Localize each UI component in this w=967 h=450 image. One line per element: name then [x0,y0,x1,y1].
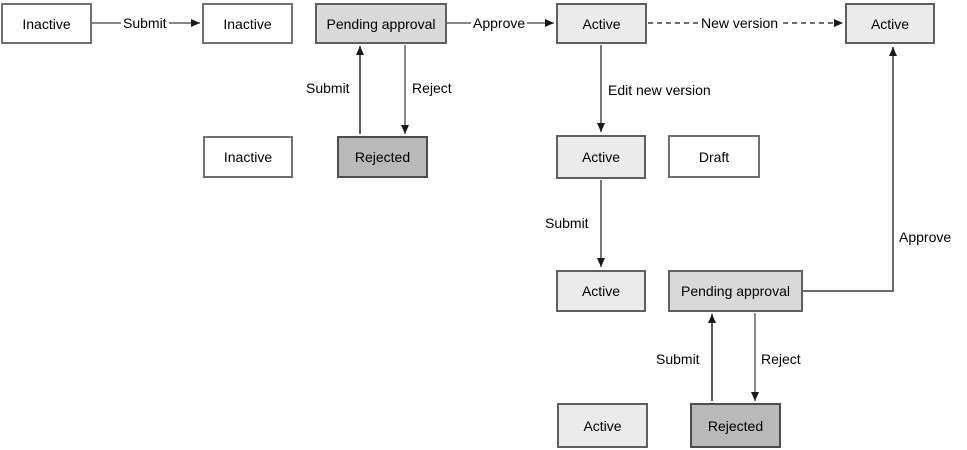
edge-label-submit-2: Submit [304,80,352,96]
edge-label-edit-new-version: Edit new version [606,82,713,98]
edge-label-approve-2: Approve [897,229,954,245]
state-node-active-5: Active [557,403,648,448]
state-node-pending-approval-2: Pending approval [668,270,803,312]
edge-label-reject-2: Reject [759,351,803,367]
state-node-pending-approval-1: Pending approval [315,3,447,44]
edge-label-submit-4: Submit [654,351,702,367]
state-node-rejected-2: Rejected [690,403,781,448]
state-node-active-3: Active [556,135,646,179]
state-node-active-4: Active [556,270,646,312]
state-node-active-1: Active [556,3,647,44]
edge-label-new-version: New version [699,15,781,31]
arrow-approve-pending-to-active-top [803,47,897,292]
edge-label-submit-3: Submit [543,215,591,231]
state-node-rejected-1: Rejected [337,136,428,178]
edge-label-submit-1: Submit [121,15,169,31]
state-node-inactive-2: Inactive [202,3,293,44]
state-node-active-2: Active [845,3,935,44]
edge-label-approve-1: Approve [471,15,528,31]
state-node-inactive-3: Inactive [203,136,293,178]
state-node-draft: Draft [668,135,760,178]
state-node-inactive-1: Inactive [1,3,92,44]
edge-label-reject-1: Reject [410,80,454,96]
